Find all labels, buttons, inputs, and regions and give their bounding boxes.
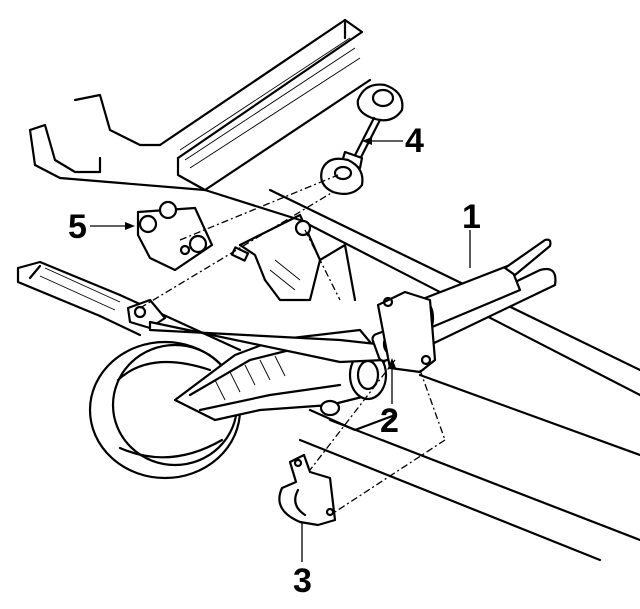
- cross-member: [230, 213, 357, 302]
- frame-rail-lower: [16, 260, 640, 562]
- leader-5-arrowhead: [125, 222, 135, 230]
- callout-5: 5: [68, 208, 87, 246]
- link-mount-bracket: [136, 200, 312, 272]
- stabilizer-link: [320, 83, 404, 195]
- callout-3: 3: [293, 562, 312, 600]
- leader-lines: [90, 137, 471, 562]
- assembly-lines: [139, 174, 446, 513]
- bushing-clamp: [278, 453, 337, 527]
- leader-4-arrowhead: [362, 137, 372, 145]
- callout-1: 1: [462, 198, 481, 236]
- callout-2: 2: [380, 402, 399, 440]
- callout-4: 4: [405, 122, 424, 160]
- frame-rail-upper: [28, 18, 640, 397]
- leader-2-arrowhead: [388, 358, 396, 368]
